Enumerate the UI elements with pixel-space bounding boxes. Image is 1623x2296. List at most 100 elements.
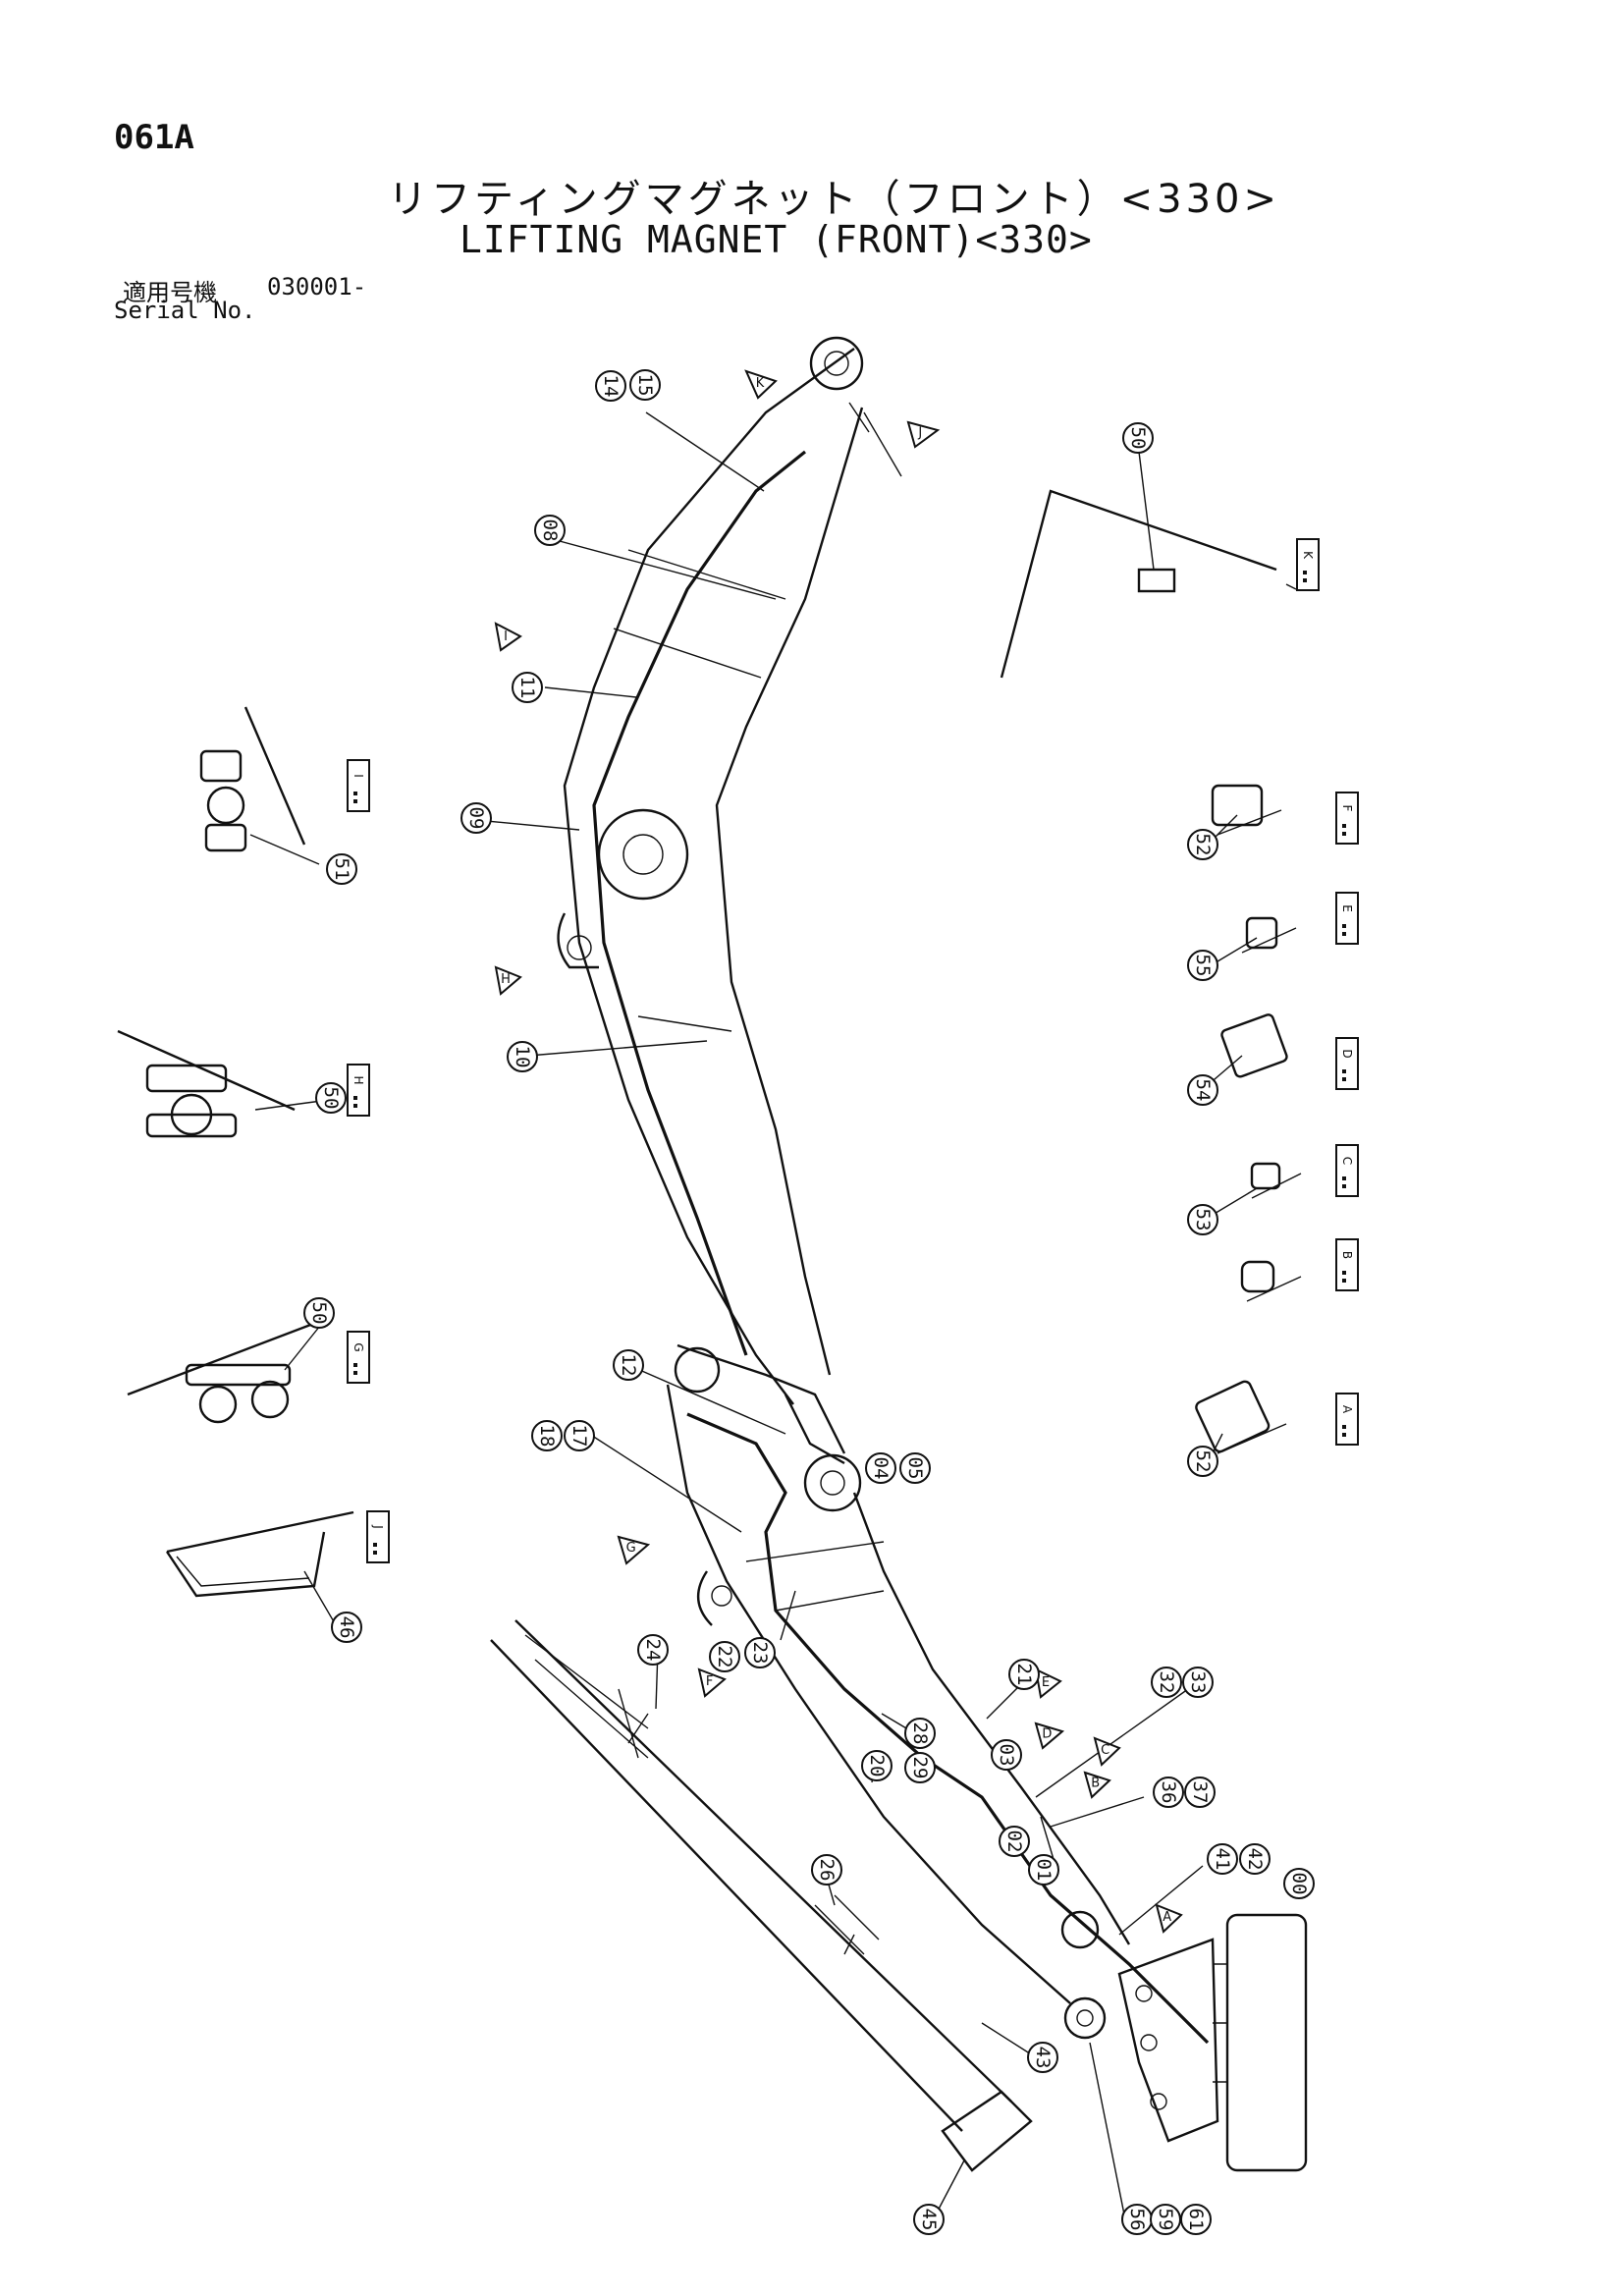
section-label-I: I (347, 759, 370, 812)
svg-text:10: 10 (512, 1046, 533, 1068)
svg-text:04: 04 (870, 1457, 892, 1480)
section-detail-B (1240, 1260, 1302, 1302)
svg-text:52: 52 (1192, 1450, 1214, 1473)
svg-text:59: 59 (1155, 2209, 1176, 2231)
view-arrow-H: H (494, 965, 522, 996)
section-label-C: C (1335, 1144, 1359, 1197)
view-arrow-D: D (1034, 1722, 1065, 1750)
svg-text:12: 12 (618, 1354, 639, 1377)
callout-41: 41 (1207, 1843, 1238, 1875)
svg-text:36: 36 (1158, 1781, 1179, 1804)
section-labels: A B C D E F G H I J K (347, 538, 1359, 1563)
callout-14: 14 (595, 370, 626, 402)
svg-text:G: G (352, 1342, 365, 1351)
svg-text:51: 51 (331, 858, 352, 881)
callout-54: 54 (1187, 1074, 1218, 1106)
callout-52: 52 (1187, 1446, 1218, 1477)
section-detail-E (1241, 916, 1297, 954)
section-label-J: J (366, 1510, 390, 1563)
svg-text:32: 32 (1156, 1671, 1177, 1694)
view-arrow-label: H (501, 972, 511, 987)
view-arrow-A: A (1155, 1903, 1183, 1934)
section-detail-J (166, 1510, 354, 1598)
callout-59: 59 (1150, 2204, 1181, 2235)
callout-46: 46 (331, 1612, 362, 1643)
svg-text:18: 18 (536, 1425, 558, 1448)
callout-24: 24 (637, 1634, 669, 1666)
callout-02: 02 (999, 1826, 1030, 1857)
view-arrow-G: G (617, 1535, 651, 1565)
svg-text:29: 29 (909, 1757, 931, 1779)
callout-05: 05 (899, 1452, 931, 1484)
view-arrow-label: B (1091, 1777, 1100, 1791)
callout-20: 20 (861, 1750, 893, 1781)
section-label-D: D (1335, 1037, 1359, 1090)
view-arrow-label: D (1042, 1727, 1052, 1742)
callout-18: 18 (531, 1420, 563, 1451)
callout-56: 56 (1121, 2204, 1153, 2235)
view-arrow-label: I (504, 629, 508, 644)
svg-text:17: 17 (568, 1425, 590, 1448)
svg-text:20: 20 (866, 1755, 888, 1777)
callout-04: 04 (865, 1452, 896, 1484)
svg-text:08: 08 (539, 519, 561, 542)
view-arrow-label: J (917, 426, 922, 441)
svg-text:05: 05 (904, 1457, 926, 1480)
view-arrow-label: G (626, 1541, 636, 1556)
callout-53: 53 (1187, 1204, 1218, 1235)
section-detail-D (1220, 1013, 1288, 1078)
view-arrow-label: A (1163, 1910, 1171, 1925)
svg-text:23: 23 (749, 1642, 771, 1665)
svg-text:J: J (371, 1524, 385, 1529)
svg-text:15: 15 (634, 374, 656, 397)
svg-text:22: 22 (714, 1646, 735, 1668)
svg-text:03: 03 (996, 1744, 1017, 1767)
callout-32: 32 (1151, 1667, 1182, 1698)
svg-text:53: 53 (1192, 1209, 1214, 1231)
callout-01: 01 (1028, 1854, 1059, 1886)
callout-09: 09 (460, 802, 492, 834)
callout-50: 50 (1122, 422, 1154, 454)
section-detail-I (199, 706, 306, 852)
callout-51: 51 (326, 853, 357, 885)
svg-text:11: 11 (516, 677, 538, 699)
callout-29: 29 (904, 1752, 936, 1783)
svg-text:55: 55 (1192, 955, 1214, 977)
svg-text:E: E (1340, 904, 1354, 912)
callout-08: 08 (534, 515, 566, 546)
svg-text:52: 52 (1192, 834, 1214, 856)
svg-text:B: B (1340, 1251, 1354, 1259)
section-label-F: F (1335, 792, 1359, 845)
title-english: LIFTING MAGNET (FRONT)<330> (460, 218, 1093, 261)
callout-15: 15 (629, 369, 661, 401)
svg-text:43: 43 (1032, 2047, 1054, 2069)
view-arrow-J: J (906, 420, 941, 449)
svg-text:I: I (352, 774, 365, 778)
svg-text:21: 21 (1013, 1664, 1035, 1686)
svg-text:00: 00 (1288, 1873, 1310, 1895)
svg-text:A: A (1340, 1405, 1354, 1414)
section-detail-G (127, 1314, 335, 1424)
section-detail-C (1250, 1162, 1302, 1199)
svg-text:28: 28 (909, 1722, 931, 1745)
arm-outline (490, 336, 1308, 2172)
svg-text:37: 37 (1189, 1781, 1211, 1804)
callout-50: 50 (315, 1082, 347, 1114)
svg-text:01: 01 (1033, 1859, 1055, 1882)
callout-22: 22 (709, 1641, 740, 1672)
callout-42: 42 (1239, 1843, 1271, 1875)
callout-55: 55 (1187, 950, 1218, 981)
callout-28: 28 (904, 1718, 936, 1749)
callout-37: 37 (1184, 1777, 1216, 1808)
section-detail-A (1195, 1380, 1287, 1454)
serial-number-value: 030001- (267, 273, 367, 301)
page-code: 061A (114, 118, 194, 157)
callout-45: 45 (913, 2204, 945, 2235)
section-label-K: K (1296, 538, 1320, 591)
callout-26: 26 (811, 1854, 842, 1886)
svg-text:K: K (1301, 551, 1315, 560)
title-japanese: リフティングマグネット（フロント）<330> (388, 177, 1280, 222)
svg-text:41: 41 (1212, 1848, 1233, 1871)
section-label-A: A (1335, 1393, 1359, 1446)
